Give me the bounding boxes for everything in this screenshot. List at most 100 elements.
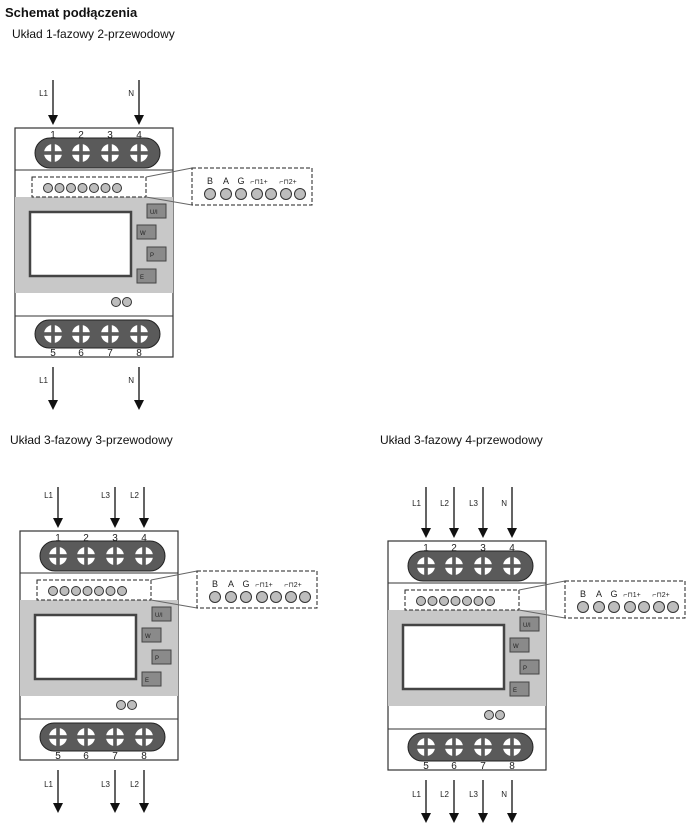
- comm-port: [439, 596, 449, 606]
- button-label: W: [513, 644, 519, 650]
- terminal-bottom-slot-h: [72, 332, 90, 336]
- comm-port-detail-pin: [220, 188, 232, 200]
- comm-port-detail-pin: [653, 601, 665, 613]
- zoom-line-top: [518, 580, 566, 591]
- terminal-top-slot-h: [106, 554, 124, 558]
- comm-port: [462, 596, 472, 606]
- comm-port-detail-pin: [256, 591, 268, 603]
- terminal-number: 8: [136, 348, 142, 359]
- input-arrow-n-head: [134, 115, 144, 125]
- terminal-number: 6: [78, 348, 84, 359]
- comm-port: [77, 183, 88, 193]
- output-arrow-l3-head: [478, 813, 488, 823]
- comm-port-detail: [196, 570, 318, 609]
- output-label: L3: [101, 780, 110, 789]
- terminal-number: 2: [78, 130, 84, 141]
- zoom-line-bottom: [145, 196, 193, 206]
- terminal-bottom-slot-h: [130, 332, 148, 336]
- button-label: U/I: [523, 623, 531, 629]
- comm-port-detail-pin: [280, 188, 292, 200]
- input-label: L1: [412, 499, 421, 508]
- output-arrow-n-head: [507, 813, 517, 823]
- comm-port-detail-pin: [225, 591, 237, 603]
- terminal-number: 4: [141, 533, 147, 544]
- button-label: U/I: [150, 210, 158, 216]
- terminal-number: 7: [112, 751, 118, 762]
- comm-port-label: ⌐⊓1+: [255, 582, 273, 589]
- output-arrow-n-head: [134, 400, 144, 410]
- input-arrow-l2-head: [139, 518, 149, 528]
- output-label: L1: [44, 780, 53, 789]
- comm-port: [89, 183, 99, 193]
- output-arrow-l2-head: [449, 813, 459, 823]
- terminal-number: 7: [480, 761, 486, 772]
- input-label: L2: [440, 499, 449, 508]
- comm-port: [416, 596, 426, 606]
- output-arrow-l1-head: [48, 400, 58, 410]
- terminal-number: 1: [423, 543, 429, 554]
- terminal-bottom-slot-h: [44, 332, 62, 336]
- comm-port-detail-pin: [667, 601, 679, 613]
- input-label: N: [501, 499, 507, 508]
- terminal-number: 3: [112, 533, 118, 544]
- terminal-number: 1: [55, 533, 61, 544]
- led-indicator: [495, 710, 505, 720]
- terminal-number: 6: [451, 761, 457, 772]
- comm-port-label: ⌐⊓2+: [284, 582, 302, 589]
- button-w: [141, 627, 162, 643]
- zoom-line-bottom: [518, 609, 566, 619]
- terminal-top-slot-h: [445, 564, 463, 568]
- button-w: [509, 637, 530, 653]
- comm-port-label: ⌐⊓1+: [623, 592, 641, 599]
- button-p: [519, 659, 540, 675]
- terminal-bottom-slot-h: [77, 735, 95, 739]
- top-terminal-block: [39, 540, 166, 572]
- terminal-number: 5: [55, 751, 61, 762]
- button-label: E: [145, 678, 149, 684]
- comm-port: [66, 183, 76, 193]
- terminal-bottom-slot-h: [474, 745, 492, 749]
- comm-port: [450, 596, 461, 606]
- led-indicator: [127, 700, 137, 710]
- terminal-bottom-slot-h: [445, 745, 463, 749]
- button-w: [136, 224, 157, 240]
- lcd-screen: [28, 210, 133, 278]
- button-ui: [146, 203, 167, 219]
- input-label: L1: [39, 89, 48, 98]
- button-ui: [519, 616, 540, 632]
- comm-port-detail-pin: [624, 601, 636, 613]
- output-arrow-l1-head: [53, 803, 63, 813]
- comm-port: [105, 586, 116, 596]
- terminal-number: 7: [107, 348, 113, 359]
- comm-port-detail-pin: [593, 601, 605, 613]
- output-arrow-l3-head: [110, 803, 120, 813]
- output-label: L3: [469, 790, 478, 799]
- terminal-bottom-slot-h: [49, 735, 67, 739]
- terminal-number: 4: [136, 130, 142, 141]
- diagram-3-heading: Układ 3-fazowy 4-przewodowy: [380, 433, 543, 447]
- button-label: W: [145, 634, 151, 640]
- button-label: W: [140, 231, 146, 237]
- input-arrow-l2-head: [449, 528, 459, 538]
- comm-port: [59, 586, 70, 596]
- output-label: N: [128, 376, 134, 385]
- comm-port-detail-pin: [204, 188, 216, 200]
- terminal-bottom-slot-h: [101, 332, 119, 336]
- comm-port-detail-pin: [251, 188, 263, 200]
- button-label: P: [523, 666, 527, 672]
- comm-port: [117, 586, 127, 596]
- terminal-top-slot-h: [72, 151, 90, 155]
- comm-port-box: [404, 589, 520, 611]
- button-label: P: [155, 656, 159, 662]
- button-e: [141, 671, 162, 687]
- led-indicator: [116, 700, 126, 710]
- output-arrow-l2-head: [139, 803, 149, 813]
- comm-port-detail-pin: [285, 591, 297, 603]
- comm-port: [71, 586, 81, 596]
- button-label: E: [513, 688, 517, 694]
- comm-port: [473, 596, 484, 606]
- terminal-top-slot-h: [49, 554, 67, 558]
- terminal-bottom-slot-h: [417, 745, 435, 749]
- terminal-number: 3: [480, 543, 486, 554]
